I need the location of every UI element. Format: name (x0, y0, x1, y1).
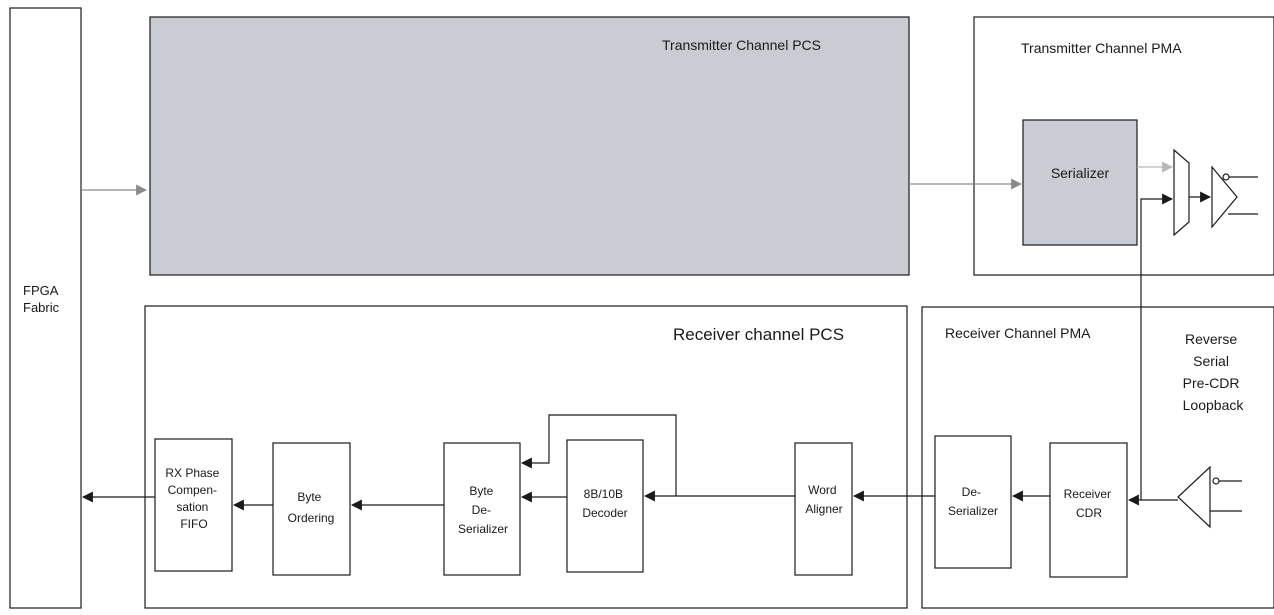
reverse-serial-loopback-label: Reverse Serial Pre-CDR Loopback (1183, 331, 1245, 413)
receiver-pcs-block (144, 305, 908, 609)
transmitter-pcs-label: Transmitter Channel PCS (662, 37, 821, 53)
receiver-pcs-label: Receiver channel PCS (673, 325, 844, 344)
serializer-label: Serializer (1051, 165, 1110, 181)
transmitter-pma-label: Transmitter Channel PMA (1021, 40, 1182, 56)
receiver-pma-label: Receiver Channel PMA (945, 325, 1091, 341)
loopback-to-mux-arrow (1140, 193, 1174, 500)
rx-phase-compensation-fifo-label: RX Phase Compen- sation FIFO (165, 466, 222, 531)
word-aligner-block (794, 442, 853, 576)
serializer-block (1022, 119, 1138, 246)
rx-buffer-invert-bubble-icon (1212, 477, 1220, 485)
tx-output-buffer-icon (1211, 165, 1238, 229)
8b10b-decoder-label: 8B/10B Decoder (582, 487, 627, 520)
word-aligner-label: Word Aligner (805, 483, 842, 516)
receiver-cdr-block (1049, 442, 1128, 578)
byte-ordering-label: Byte Ordering (288, 490, 335, 525)
byte-ordering-block (272, 442, 351, 576)
byte-deserializer-block (443, 442, 521, 576)
loopback-mux-icon (1173, 148, 1190, 237)
8b10b-decoder-block (566, 439, 644, 573)
tx-buffer-invert-bubble-icon (1222, 173, 1230, 181)
decoder-bypass-arrow (520, 414, 677, 496)
deserializer-label: De- Serializer (948, 485, 998, 518)
fpga-fabric-label: FPGA Fabric (23, 283, 61, 315)
rx-input-buffer-icon (1177, 465, 1211, 529)
transmitter-pcs-block (149, 16, 910, 276)
byte-deserializer-label: Byte De- Serializer (458, 484, 508, 536)
receiver-cdr-label: Receiver CDR (1064, 487, 1115, 520)
deserializer-block (934, 435, 1012, 569)
fpga-fabric-block (9, 7, 82, 609)
rx-phase-compensation-fifo-block (154, 438, 233, 572)
